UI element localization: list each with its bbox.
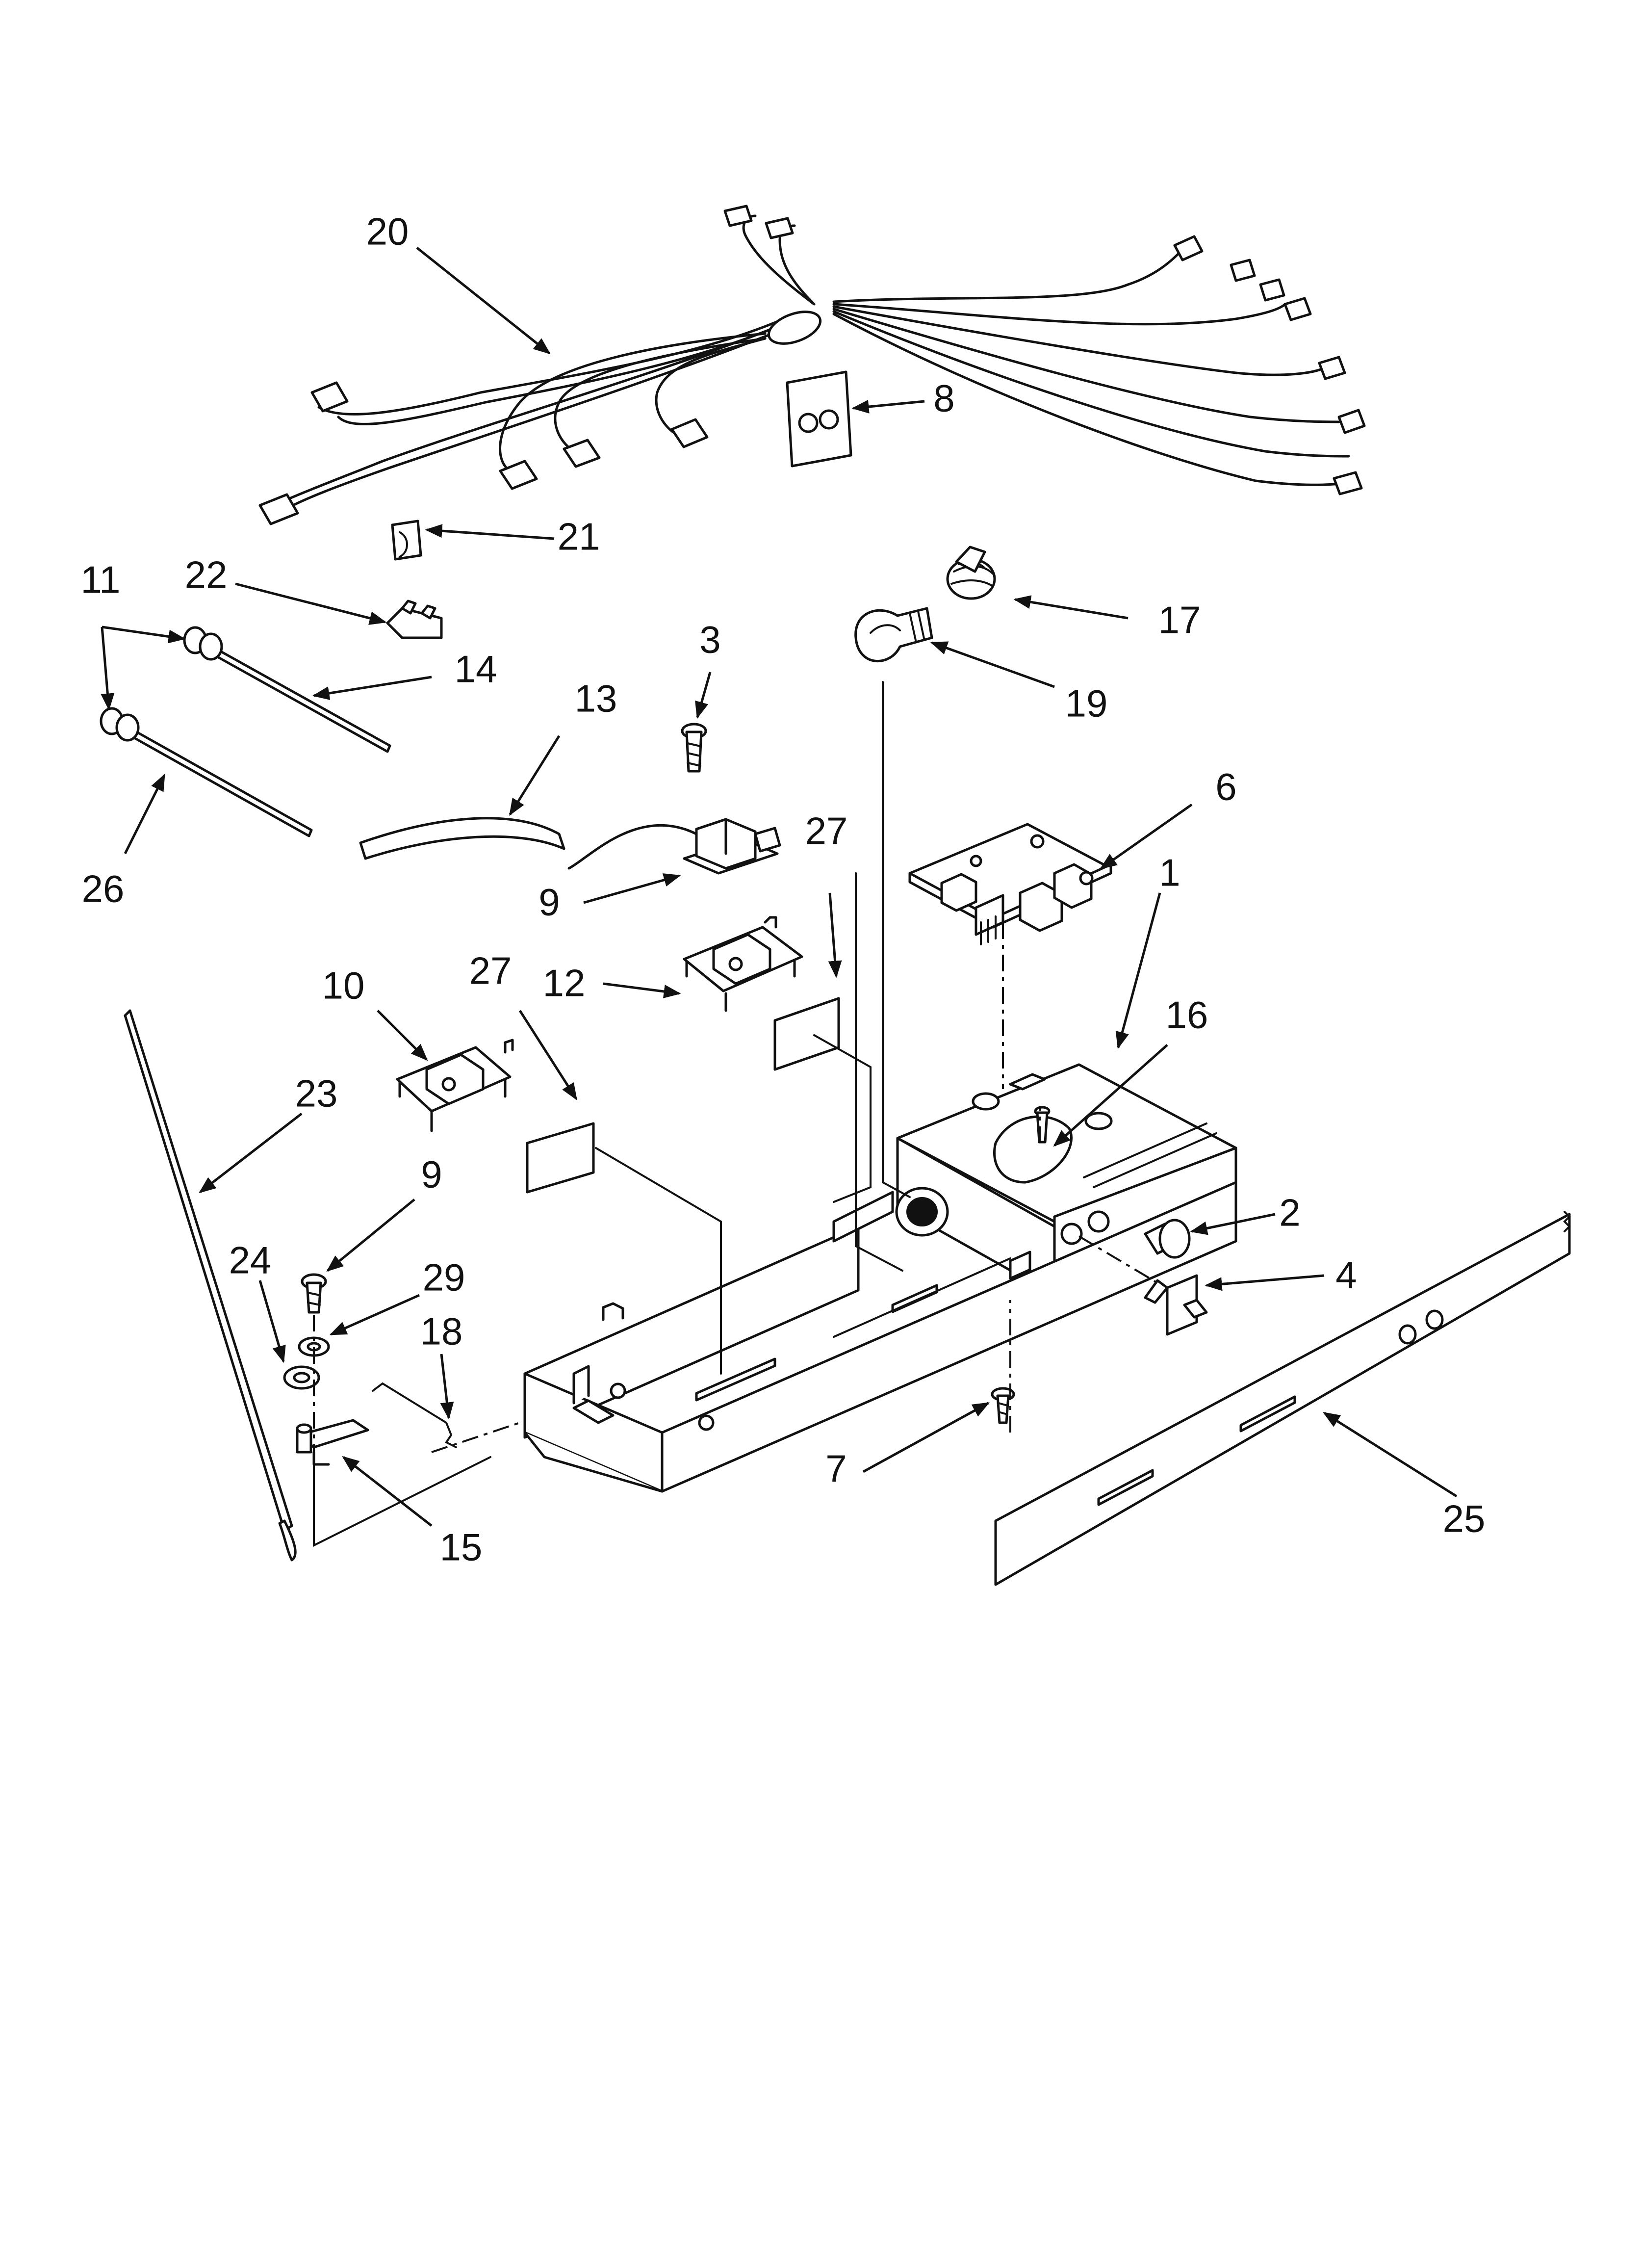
- spring-part-18: [372, 1382, 457, 1448]
- capillary-tube-part-14: [183, 626, 391, 753]
- callout-16: 16: [1166, 993, 1208, 1037]
- callout-14: 14: [455, 648, 497, 691]
- leader-lines: [101, 247, 1458, 1527]
- callout-8: 8: [933, 377, 954, 420]
- callout-20: 20: [366, 210, 409, 253]
- light-bulb-part-19: [854, 607, 933, 662]
- callout-26: 26: [82, 867, 125, 911]
- clip-part-21: [391, 520, 422, 561]
- capillary-tube-part-26: [100, 707, 313, 837]
- label-part-27-left: [526, 1122, 595, 1194]
- screw-part-9: [301, 1273, 327, 1314]
- callout-11: 11: [81, 558, 121, 601]
- screw-part-7: [991, 1387, 1015, 1424]
- thermostat-part-12: [683, 916, 803, 1012]
- knob-part-2: [1144, 1219, 1191, 1259]
- callout-15: 15: [440, 1526, 483, 1569]
- callout-1: 1: [1159, 851, 1180, 894]
- lamp-socket-part-17: [946, 546, 996, 600]
- thermostat-part-10: [396, 1039, 514, 1132]
- foam-block-part-8: [786, 370, 852, 468]
- callout-10: 10: [322, 964, 365, 1007]
- callout-3: 3: [699, 618, 720, 661]
- callout-12: 12: [543, 962, 586, 1005]
- hose-part-13: [359, 817, 565, 860]
- callout-19: 19: [1065, 682, 1108, 725]
- screw-part-3: [681, 723, 707, 773]
- callout-29: 29: [423, 1256, 465, 1299]
- callout-22: 22: [185, 553, 228, 597]
- hinge-part-15: [296, 1419, 369, 1466]
- construction-lines: [313, 681, 1158, 1547]
- callout-13: 13: [575, 677, 617, 720]
- callout-18: 18: [420, 1310, 463, 1353]
- switch-part-4: [1144, 1274, 1208, 1336]
- callout-27-left: 27: [469, 949, 512, 992]
- bushing-part-24: [283, 1365, 320, 1390]
- callout-17: 17: [1158, 599, 1201, 642]
- rod-part-23: [124, 1009, 297, 1562]
- callout-2: 2: [1279, 1191, 1300, 1234]
- callout-24: 24: [229, 1239, 272, 1282]
- callout-21: 21: [558, 515, 600, 558]
- wire-harness-part-20: [258, 205, 1366, 525]
- label-part-27-right: [773, 997, 840, 1071]
- panel-part-25: [994, 1211, 1571, 1586]
- callout-labels: 20 8 21 11 22 14 3 17 19 13 6 26 9 27 1 …: [81, 210, 1486, 1569]
- callout-6: 6: [1215, 765, 1236, 808]
- switch-part-9: [567, 818, 781, 875]
- callout-9-upper: 9: [539, 881, 560, 924]
- holder-part-22: [386, 600, 443, 639]
- control-board-part-6: [908, 823, 1112, 945]
- callout-7: 7: [825, 1447, 847, 1490]
- callout-23: 23: [295, 1072, 338, 1115]
- callout-27-right: 27: [805, 809, 848, 853]
- control-housing-part-1: [523, 1063, 1237, 1493]
- callout-9-lower: 9: [421, 1153, 442, 1196]
- callout-25: 25: [1443, 1497, 1486, 1540]
- callout-4: 4: [1335, 1253, 1357, 1297]
